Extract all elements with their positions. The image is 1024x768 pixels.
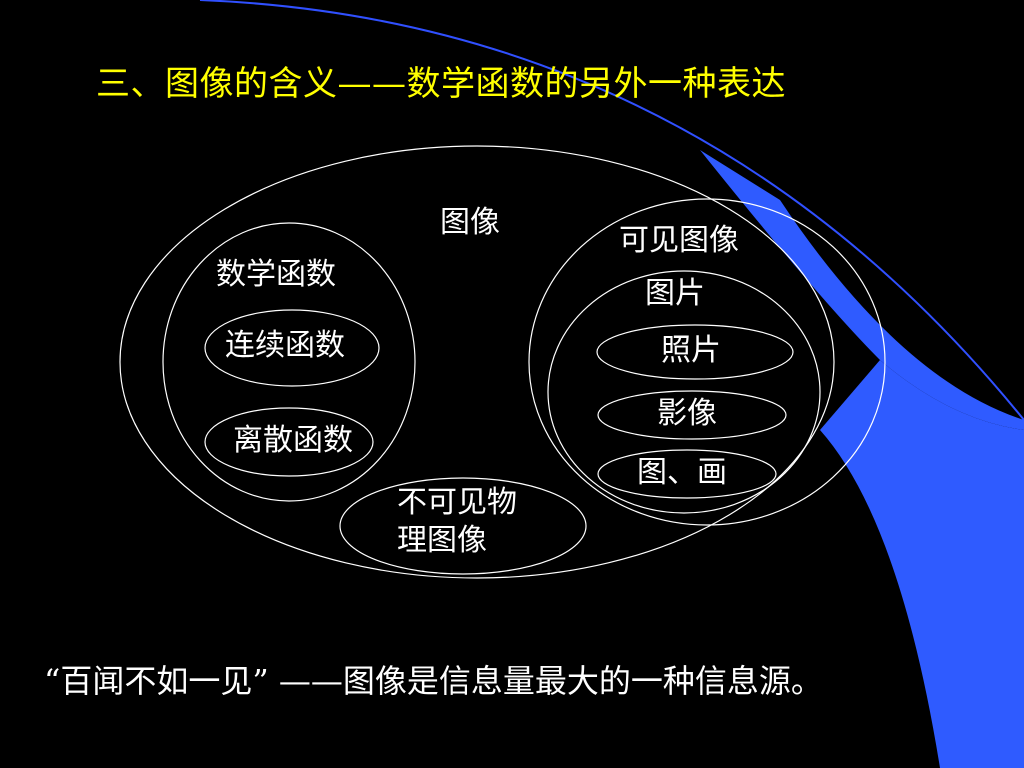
slide-title: 三、图像的含义——数学函数的另外一种表达 [96, 64, 786, 104]
invisible-physical-image-ellipse [339, 477, 587, 575]
blue-arc-line [199, 0, 1024, 421]
outer-image-label: 图像 [440, 205, 500, 240]
math-function-label: 数学函数 [216, 257, 336, 292]
blue-band-upper [700, 150, 1024, 430]
drawing-label: 图、画 [637, 455, 727, 490]
photo-label: 照片 [661, 333, 721, 368]
visible-image-ellipse [528, 198, 886, 526]
invisible-image-label-line2: 理图像 [397, 523, 487, 558]
blue-band [820, 360, 1024, 768]
continuous-function-label: 连续函数 [225, 328, 345, 363]
film-image-label: 影像 [657, 396, 717, 431]
math-function-ellipse [162, 222, 416, 502]
drawing-ellipse [597, 449, 777, 499]
visible-image-label: 可见图像 [619, 223, 739, 258]
film-image-ellipse [597, 390, 787, 440]
bottom-quote: “百闻不如一见” ——图像是信息量最大的一种信息源。 [44, 662, 823, 700]
picture-ellipse [547, 270, 821, 514]
photo-ellipse [596, 324, 794, 380]
discrete-function-ellipse [204, 407, 374, 477]
continuous-function-ellipse [204, 309, 380, 387]
picture-label: 图片 [645, 276, 705, 311]
discrete-function-label: 离散函数 [233, 423, 353, 458]
outer-image-ellipse [119, 145, 835, 579]
invisible-image-label-line1: 不可见物 [397, 485, 517, 520]
